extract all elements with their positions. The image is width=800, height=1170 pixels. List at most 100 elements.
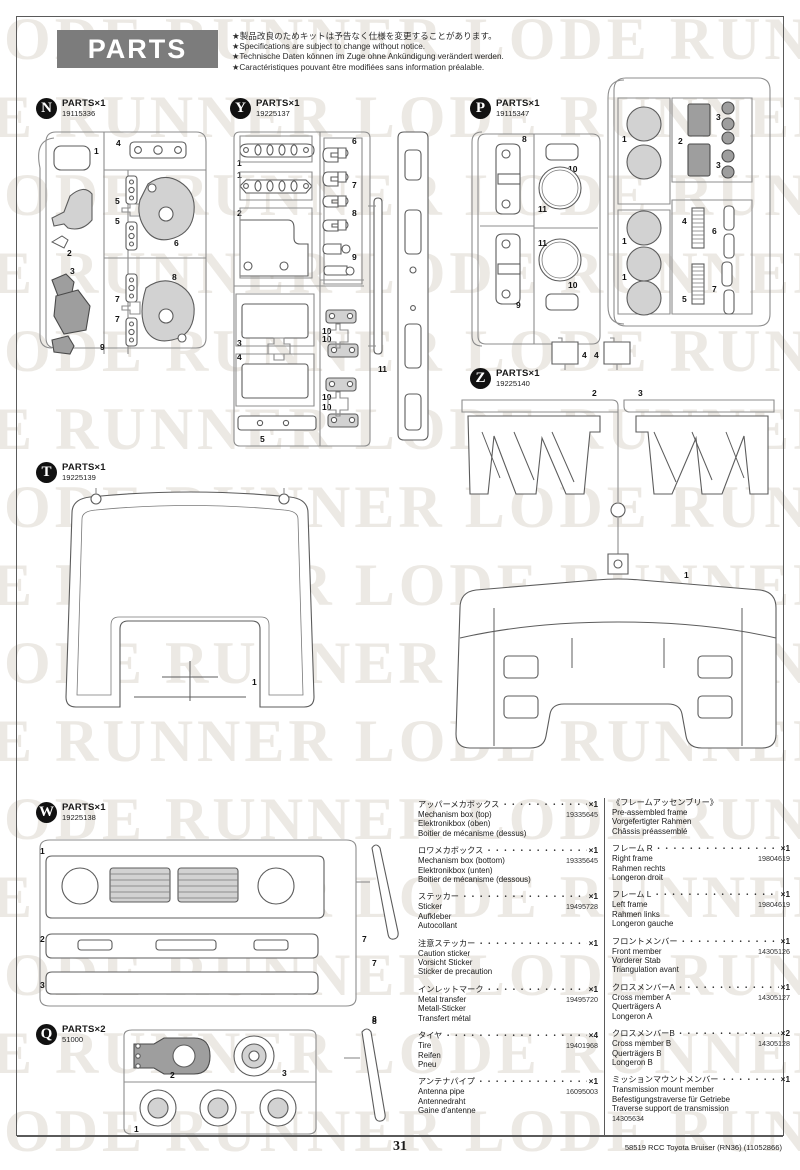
parts-list-left: アッパーメカボックス・・・・・・・・・・・・・・・・・・・・・・・・・・×1Me… <box>418 798 598 1122</box>
parts-entry-ja: クロスメンバーA <box>612 982 675 992</box>
svg-text:10: 10 <box>322 402 332 412</box>
svg-text:3: 3 <box>70 266 75 276</box>
parts-entry-en: Cross member A <box>612 992 671 1002</box>
parts-list-entry: クロスメンバーA・・・・・・・・・・・・・・・・・・・・・・・・・・×1Cros… <box>612 981 790 1021</box>
sprue-z-count: PARTS×1 <box>496 368 540 379</box>
group-heading-fr: Châssis préassemblé <box>612 826 688 836</box>
svg-text:11: 11 <box>538 204 547 214</box>
parts-entry-de: Vorsicht Sticker <box>418 958 473 968</box>
parts-list-entry: インレットマーク・・・・・・・・・・・・・・・・・・・・・・・・・・×1Meta… <box>418 983 598 1023</box>
svg-text:10: 10 <box>322 392 332 402</box>
parts-entry-en: Sticker <box>418 902 443 912</box>
svg-text:6: 6 <box>174 238 179 248</box>
svg-text:2: 2 <box>678 136 683 146</box>
parts-list-entry: タイヤ・・・・・・・・・・・・・・・・・・・・・・・・・・×4Tire19401… <box>418 1029 598 1069</box>
leader-dots: ・・・・・・・・・・・・・・・・・・・・・・・・・・ <box>654 844 779 854</box>
svg-text:5: 5 <box>682 294 687 304</box>
sprue-drawing-w: 1 2 3 7 <box>39 839 399 1007</box>
svg-text:1: 1 <box>622 272 627 282</box>
svg-text:1: 1 <box>134 1124 139 1134</box>
svg-text:9: 9 <box>100 342 105 352</box>
svg-text:11: 11 <box>378 364 387 374</box>
sprue-y-count: PARTS×1 <box>256 98 300 109</box>
sprue-badge-q: Q <box>36 1024 57 1045</box>
svg-text:2: 2 <box>592 388 597 398</box>
sprue-drawing-t: 1 <box>65 488 315 708</box>
parts-entry-en: Caution sticker <box>418 948 471 958</box>
parts-entry-ja: フレーム R <box>612 844 653 854</box>
svg-text:8: 8 <box>372 1016 377 1026</box>
sprue-label-w: W PARTS×1 19225138 <box>36 802 106 823</box>
parts-entry-code: 16095003 <box>566 1087 598 1097</box>
svg-text:5: 5 <box>115 216 120 226</box>
parts-list-entry: クロスメンバーB・・・・・・・・・・・・・・・・・・・・・・・・・・×2Cros… <box>612 1027 790 1067</box>
parts-entry-fr: Longeron B <box>612 1057 653 1067</box>
sprue-label-t: T PARTS×1 19225139 <box>36 462 106 483</box>
sprue-t-code: 19225139 <box>62 473 96 482</box>
svg-text:8: 8 <box>172 272 177 282</box>
parts-entry-de: Metall-Sticker <box>418 1004 466 1014</box>
parts-entry-fr: Sticker de precaution <box>418 967 493 977</box>
parts-entry-qty: ×1 <box>780 982 790 992</box>
svg-text:1: 1 <box>40 846 45 856</box>
svg-text:1: 1 <box>622 236 627 246</box>
parts-entry-de: Aufkleber <box>418 911 452 921</box>
svg-text:3: 3 <box>716 112 721 122</box>
sprue-p-count: PARTS×1 <box>496 98 540 109</box>
parts-list-entry: 注意ステッカー・・・・・・・・・・・・・・・・・・・・・・・・・・×1Cauti… <box>418 937 598 977</box>
part-number-w-8: 8 <box>372 1016 377 1026</box>
svg-text:4: 4 <box>594 350 599 360</box>
page-title-band: PARTS <box>57 30 218 68</box>
parts-entry-de: Rahmen links <box>612 909 660 919</box>
svg-text:3: 3 <box>237 338 242 348</box>
page-title: PARTS <box>87 33 188 64</box>
parts-entry-en: Front member <box>612 946 662 956</box>
svg-text:3: 3 <box>638 388 643 398</box>
leader-dots: ・・・・・・・・ <box>720 1075 778 1085</box>
parts-list-entry: アッパーメカボックス・・・・・・・・・・・・・・・・・・・・・・・・・・×1Me… <box>418 798 598 838</box>
parts-entry-qty: ×1 <box>780 844 790 854</box>
svg-text:1: 1 <box>237 158 242 168</box>
kit-code: 58519 RCC Toyota Bruiser (RN36) (1105286… <box>624 1143 782 1152</box>
parts-entry-en: Tire <box>418 1041 432 1051</box>
leader-dots: ・・・・・・・・・・・・・・・・・・・・・・・・・・ <box>679 936 779 946</box>
svg-text:11: 11 <box>538 238 547 248</box>
sprue-drawing-n: 1 2 3 4 5 5 6 7 7 <box>38 131 207 355</box>
parts-entry-en: Antenna pipe <box>418 1087 465 1097</box>
sprue-p-code: 19115347 <box>496 109 530 118</box>
sprue-drawing-y: 1 1 2 3 4 5 6 7 <box>233 131 429 447</box>
svg-text:2: 2 <box>40 934 45 944</box>
sprue-badge-w: W <box>36 802 57 823</box>
parts-entry-fr: Pneu <box>418 1059 437 1069</box>
parts-entry-ja: クロスメンバーB <box>612 1029 675 1039</box>
parts-entry-fr: Longeron gauche <box>612 919 674 929</box>
parts-entry-code: 19401968 <box>566 1041 598 1051</box>
notice-en: ★Specifications are subject to change wi… <box>232 41 426 51</box>
parts-entry-en: Mechanism box (bottom) <box>418 856 505 866</box>
parts-entry-ja: ロワメカボックス <box>418 846 484 856</box>
parts-entry-qty: ×1 <box>780 1075 790 1085</box>
svg-text:8: 8 <box>372 1014 377 1024</box>
group-heading-de: Vorgefertigter Rahmen <box>612 817 692 827</box>
svg-text:4: 4 <box>116 138 121 148</box>
parts-entry-ja: フレーム L <box>612 890 652 900</box>
notice-de: ★Technische Daten können im Zuge ohne An… <box>232 52 504 62</box>
parts-entry-ja: 注意ステッカー <box>418 938 476 948</box>
parts-list-entry: ステッカー・・・・・・・・・・・・・・・・・・・・・・・・・・×1Sticker… <box>418 890 598 930</box>
group-heading-en: Pre-assembled frame <box>612 808 688 817</box>
leader-dots: ・・・・・・・・・・・・・・・・・・・・・・・・・・ <box>501 800 586 809</box>
parts-entry-ja: ステッカー <box>418 892 459 902</box>
parts-entry-code: 14305634 <box>612 1113 644 1123</box>
parts-entry-ja: アッパーメカボックス <box>418 800 500 809</box>
svg-text:2: 2 <box>170 1070 175 1080</box>
svg-text:7: 7 <box>362 934 367 944</box>
sprue-q-code: 51000 <box>62 1035 84 1044</box>
parts-entry-qty: ×4 <box>588 1031 598 1041</box>
notice-fr: ★Caractéristiques pouvant être modifiées… <box>232 62 485 72</box>
leader-dots: ・・・・・・・・・・・・・・・・・・・・・・・・・・ <box>485 984 587 994</box>
svg-text:1: 1 <box>252 677 257 687</box>
parts-entry-code: 19495728 <box>566 902 598 912</box>
parts-entry-code: 19335645 <box>566 810 598 819</box>
